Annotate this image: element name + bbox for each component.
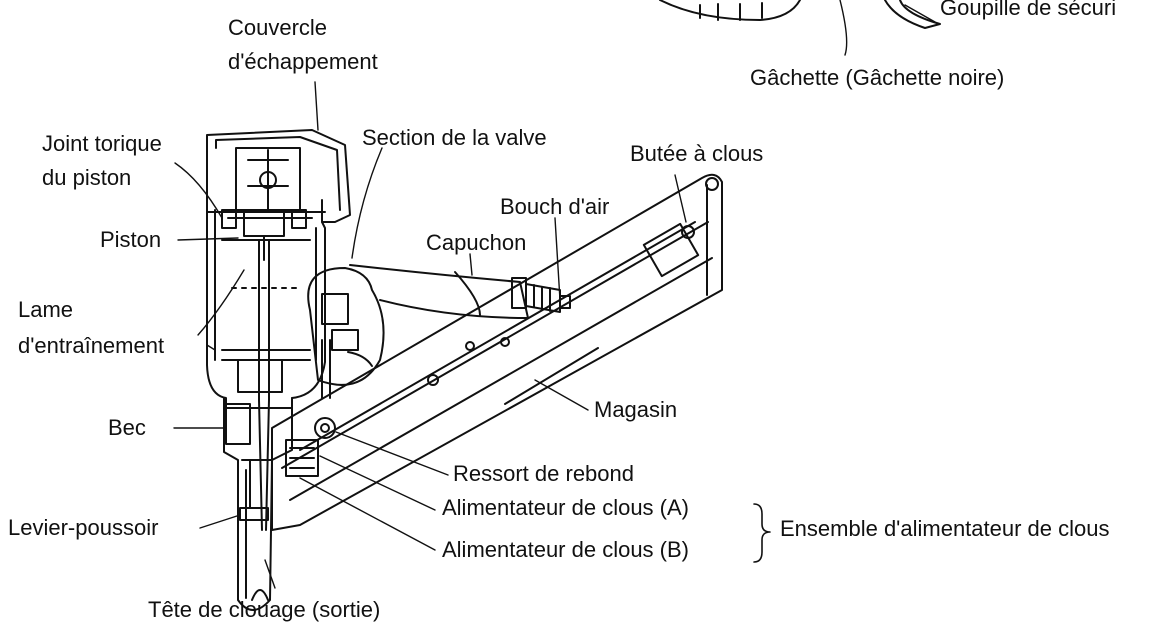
label-couvercle-line2: d'échappement: [228, 49, 378, 74]
exhaust-cover: [206, 129, 351, 223]
label-butee: Butée à clous: [630, 141, 764, 166]
nail-feeder: [285, 417, 336, 477]
valve-section: [307, 264, 529, 399]
label-ensemble: Ensemble d'alimentateur de clous: [780, 516, 1110, 541]
label-tete: Tête de clouage (sortie): [148, 597, 381, 622]
label-alim-a: Alimentateur de clous (A): [442, 495, 689, 520]
label-lame-line2: d'entraînement: [18, 333, 165, 358]
label-gachette: Gâchette (Gâchette noire): [750, 65, 1005, 90]
label-joint-line2: du piston: [42, 165, 132, 190]
label-bouch-air: Bouch d'air: [500, 194, 610, 219]
label-levier: Levier-poussoir: [8, 515, 159, 540]
label-magasin: Magasin: [594, 397, 678, 422]
label-goupille: Goupille de sécuri: [940, 0, 1117, 20]
label-joint-line1: Joint torique: [42, 131, 162, 156]
label-capuchon: Capuchon: [426, 230, 527, 255]
label-bec: Bec: [108, 415, 146, 440]
air-plug: [511, 277, 571, 313]
leader-lines: [173, 0, 936, 589]
feeder-brace: [753, 503, 771, 563]
cylinder-body: [206, 151, 326, 409]
nose: [223, 397, 293, 611]
label-alim-b: Alimentateur de clous (B): [442, 537, 689, 562]
trigger-fragment: [659, 0, 941, 29]
label-ressort: Ressort de rebond: [453, 461, 634, 486]
label-lame-line1: Lame: [18, 297, 74, 322]
label-couvercle-line1: Couvercle: [228, 15, 328, 40]
label-section-valve: Section de la valve: [362, 125, 547, 150]
magazine: [271, 173, 723, 531]
label-piston: Piston: [100, 227, 162, 252]
